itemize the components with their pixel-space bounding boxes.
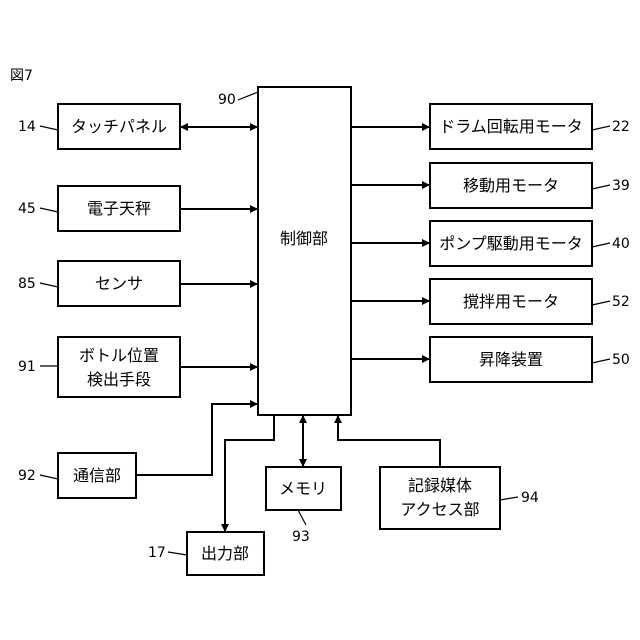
figure-label: 図7 (10, 68, 33, 84)
input-label-electronic-balance: 電子天秤 (87, 199, 151, 218)
memory-ref: 93 (292, 529, 310, 545)
controller-ref: 90 (218, 92, 236, 108)
input-ref-leader-touch-panel (40, 126, 58, 130)
output-unit-ref: 17 (148, 545, 166, 561)
controller-ref-leader (238, 92, 258, 100)
output-ref-stirring-motor: 52 (612, 294, 630, 310)
output-label-lifting-device: 昇降装置 (479, 350, 543, 369)
recording-medium-ref-leader (500, 497, 518, 500)
output-ref-drum-motor: 22 (612, 119, 630, 135)
output-label-pump-motor: ポンプ駆動用モータ (439, 234, 583, 253)
input-ref-electronic-balance: 45 (18, 201, 36, 217)
output-label-stirring-motor: 撹拌用モータ (463, 292, 559, 311)
input-label-communication: 通信部 (73, 466, 121, 485)
recording-medium-label-line2: アクセス部 (400, 500, 479, 519)
input-ref-touch-panel: 14 (18, 119, 36, 135)
input-ref-bottle-position: 91 (18, 359, 36, 375)
output-ref-leader-moving-motor (592, 185, 610, 189)
input-label-touch-panel: タッチパネル (71, 117, 167, 136)
output-ref-leader-stirring-motor (592, 301, 610, 305)
output-ref-lifting-device: 50 (612, 352, 630, 368)
input-ref-leader-electronic-balance (40, 208, 58, 212)
input-ref-communication: 92 (18, 468, 36, 484)
output-ref-leader-lifting-device (592, 359, 610, 363)
recording-medium-label-line1: 記録媒体 (408, 476, 472, 495)
memory-label: メモリ (279, 479, 327, 498)
input-ref-sensor: 85 (18, 276, 36, 292)
input-label-bottle-position-line2: 検出手段 (87, 370, 151, 389)
output-ref-leader-drum-motor (592, 126, 610, 130)
input-label-sensor: センサ (95, 274, 143, 293)
input-ref-leader-sensor (40, 283, 58, 287)
controller-box (258, 87, 351, 415)
output-label-drum-motor: ドラム回転用モータ (439, 117, 583, 136)
output-ref-pump-motor: 40 (612, 236, 630, 252)
output-label-moving-motor: 移動用モータ (463, 176, 559, 195)
memory-ref-leader (298, 510, 306, 525)
connector-recording-medium (338, 415, 440, 467)
output-unit-label: 出力部 (201, 544, 249, 563)
recording-medium-ref: 94 (521, 490, 539, 506)
output-ref-moving-motor: 39 (612, 178, 630, 194)
input-ref-leader-communication (40, 475, 58, 479)
input-label-bottle-position-line1: ボトル位置 (79, 346, 159, 365)
output-ref-leader-pump-motor (592, 243, 610, 247)
controller-label: 制御部 (280, 229, 328, 248)
output-unit-ref-leader (168, 552, 187, 555)
